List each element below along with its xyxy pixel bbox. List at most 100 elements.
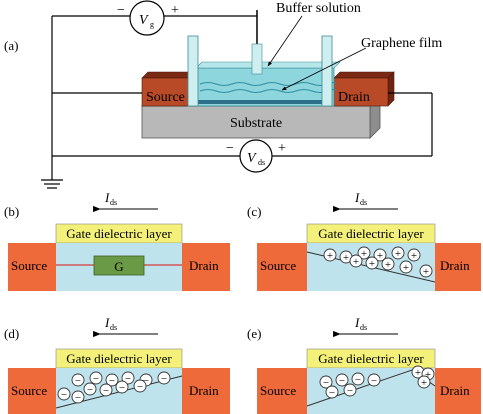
- svg-text:Gate dielectric layer: Gate dielectric layer: [318, 351, 424, 366]
- positive-charge: +: [395, 248, 401, 260]
- panel-b-label: (b): [4, 204, 19, 219]
- negative-charge-circle: [335, 373, 349, 387]
- negative-charge-circle: [367, 373, 381, 387]
- negative-charge-circle: [351, 372, 365, 386]
- svg-text:I: I: [104, 190, 110, 205]
- negative-charge: −: [119, 382, 125, 394]
- vg-source-symbol: [129, 0, 165, 36]
- well-wall-left: [187, 35, 199, 107]
- negative-charge-circle: [157, 371, 171, 385]
- negative-charge-circle: [71, 390, 85, 404]
- negative-charge: −: [61, 389, 67, 401]
- svg-text:ds: ds: [360, 198, 367, 207]
- substrate-front: [141, 105, 371, 139]
- negative-charge: −: [103, 385, 109, 397]
- svg-text:Gate dielectric layer: Gate dielectric layer: [66, 351, 172, 366]
- buffer-solution-label: Buffer solution: [276, 1, 361, 16]
- panel-c: (c) I ds +++++++++++ Gate dielectric lay…: [247, 190, 481, 291]
- negative-charge-circle: [71, 373, 85, 387]
- svg-text:Source: Source: [11, 258, 47, 273]
- negative-charge-circle: [57, 387, 71, 401]
- negative-charge: −: [161, 373, 167, 385]
- positive-charge-circle: [357, 246, 371, 260]
- positive-charge: +: [343, 252, 349, 264]
- negative-charge: −: [75, 375, 81, 387]
- negative-charge: −: [125, 373, 131, 385]
- positive-charge-circle: [323, 248, 337, 262]
- negative-charge-circle: [343, 383, 357, 397]
- svg-text:Gate dielectric layer: Gate dielectric layer: [318, 226, 424, 241]
- negative-charge-circle: [99, 383, 113, 397]
- negative-charge-circle: [83, 382, 97, 396]
- positive-charge-circle: [407, 248, 421, 262]
- negative-charge: −: [75, 392, 81, 404]
- vds-plus: +: [278, 141, 286, 156]
- positive-charge: +: [403, 262, 409, 274]
- positive-charge: +: [423, 266, 429, 278]
- positive-charges: +++++++++++: [323, 246, 433, 278]
- positive-charge-circle: [419, 264, 433, 278]
- source-electrode: [8, 243, 56, 291]
- negative-charge-circle: [105, 373, 119, 387]
- negative-charge-circle: [319, 375, 333, 389]
- drain-electrode: [435, 368, 481, 414]
- negative-charge-circle: [133, 379, 147, 393]
- svg-text:Gate dielectric layer: Gate dielectric layer: [66, 226, 172, 241]
- negative-charge: −: [329, 387, 335, 399]
- negative-charge: −: [143, 375, 149, 387]
- negative-charge-circle: [115, 380, 129, 394]
- drain-electrode: [182, 243, 230, 291]
- vg-label: V: [139, 13, 149, 28]
- svg-text:ds: ds: [360, 323, 367, 332]
- svg-text:Source: Source: [11, 383, 47, 398]
- source-electrode: [257, 368, 307, 414]
- negative-charge-circle: [325, 385, 339, 399]
- panel-e: (e) I ds −−−−−−+++ Gate dielectric layer…: [247, 315, 481, 414]
- negative-charge: −: [137, 381, 143, 393]
- negative-charge: −: [109, 375, 115, 387]
- negative-charge-circle: [121, 371, 135, 385]
- source-electrode: [8, 368, 56, 414]
- negative-charge: −: [371, 375, 377, 387]
- drain-electrode: [435, 243, 481, 291]
- positive-charge: +: [415, 367, 421, 379]
- vg-subscript: g: [150, 20, 154, 29]
- positive-charge: +: [369, 258, 375, 270]
- svg-text:ds: ds: [110, 198, 117, 207]
- positive-charge: +: [327, 250, 333, 262]
- graphene-film-label: Graphene film: [361, 36, 442, 51]
- negative-charge: −: [339, 375, 345, 387]
- substrate-label: Substrate: [230, 116, 282, 131]
- graphene-film: [198, 100, 332, 104]
- panel-a: (a) V g − + Substrate Source Drain: [4, 0, 442, 189]
- svg-text:ds: ds: [110, 323, 117, 332]
- vds-source-symbol: [239, 139, 273, 173]
- negative-charge-circle: [89, 371, 103, 385]
- source-electrode: [257, 243, 307, 291]
- svg-text:Drain: Drain: [189, 258, 219, 273]
- drain-label: Drain: [338, 90, 370, 105]
- negative-charge: −: [347, 385, 353, 397]
- positive-charge: +: [353, 256, 359, 268]
- negative-charges: −−−−−−−−−−−−: [57, 371, 171, 404]
- panel-d: (d) I ds −−−−−−−−−−−− Gate dielectric la…: [4, 315, 230, 414]
- negative-charge: −: [93, 373, 99, 385]
- negative-charge: −: [87, 384, 93, 396]
- svg-text:Source: Source: [260, 258, 296, 273]
- negative-charge: −: [323, 377, 329, 389]
- well-wall-right: [321, 35, 333, 107]
- svg-text:I: I: [354, 190, 360, 205]
- mixed-charges: −−−−−−+++: [319, 365, 435, 399]
- svg-text:G: G: [114, 259, 123, 274]
- svg-text:Drain: Drain: [440, 383, 470, 398]
- panel-b: (b) I ds G Gate dielectric layer Source …: [4, 190, 230, 291]
- positive-charge-circle: [381, 257, 395, 271]
- ground-icon: [41, 179, 63, 189]
- positive-charge-circle: [399, 260, 413, 274]
- vds-label: V: [247, 151, 257, 166]
- buffer-solution-well: [195, 67, 335, 107]
- negative-charge: −: [355, 374, 361, 386]
- vds-subscript: ds: [258, 158, 265, 167]
- panel-a-label: (a): [4, 38, 18, 53]
